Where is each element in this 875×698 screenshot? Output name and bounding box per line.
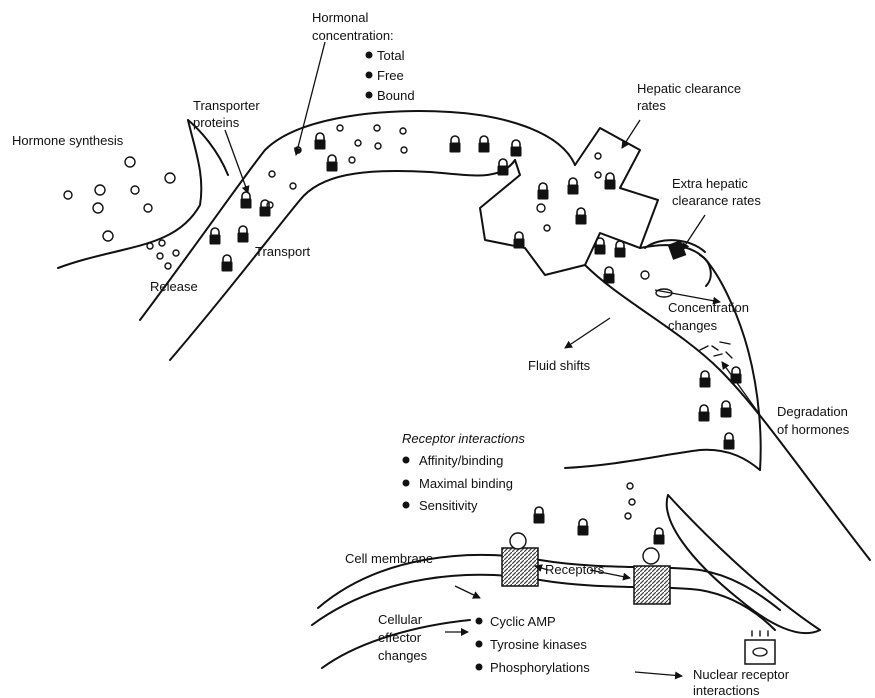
svg-text:Total: Total bbox=[377, 48, 405, 63]
svg-text:clearance rates: clearance rates bbox=[672, 193, 761, 208]
label-hormonal-concentration: Hormonal concentration: Total Free Bound bbox=[312, 10, 415, 103]
svg-text:Extra hepatic: Extra hepatic bbox=[672, 176, 748, 191]
label-receptors: Receptors bbox=[545, 562, 605, 577]
label-transporter-proteins: Transporter proteins bbox=[193, 98, 260, 130]
svg-text:Bound: Bound bbox=[377, 88, 415, 103]
label-extra-hepatic-clearance: Extra hepatic clearance rates bbox=[672, 176, 761, 208]
annotation-arrows bbox=[225, 42, 760, 676]
synthesis-granules bbox=[64, 157, 179, 269]
label-cellular-effector: Cellular effector changes bbox=[378, 612, 428, 663]
label-hormone-synthesis: Hormone synthesis bbox=[12, 133, 124, 148]
svg-text:Receptor interactions: Receptor interactions bbox=[402, 431, 525, 446]
label-degradation: Degradation of hormones bbox=[777, 404, 850, 437]
svg-text:Sensitivity: Sensitivity bbox=[419, 498, 478, 513]
svg-text:effector: effector bbox=[378, 630, 422, 645]
svg-text:Degradation: Degradation bbox=[777, 404, 848, 419]
svg-text:of hormones: of hormones bbox=[777, 422, 850, 437]
svg-text:Cellular: Cellular bbox=[378, 612, 423, 627]
label-hepatic-clearance: Hepatic clearance rates bbox=[637, 81, 741, 113]
svg-text:concentration:: concentration: bbox=[312, 28, 394, 43]
svg-text:Free: Free bbox=[377, 68, 404, 83]
svg-text:Tyrosine kinases: Tyrosine kinases bbox=[490, 637, 587, 652]
svg-text:Hepatic clearance: Hepatic clearance bbox=[637, 81, 741, 96]
label-cell-membrane: Cell membrane bbox=[345, 551, 433, 566]
receptor-right bbox=[634, 548, 670, 604]
label-release: Release bbox=[150, 279, 198, 294]
svg-text:Hormonal: Hormonal bbox=[312, 10, 368, 25]
svg-text:Cyclic AMP: Cyclic AMP bbox=[490, 614, 556, 629]
svg-text:rates: rates bbox=[637, 98, 666, 113]
svg-text:Transporter: Transporter bbox=[193, 98, 260, 113]
svg-text:proteins: proteins bbox=[193, 115, 240, 130]
label-fluid-shifts: Fluid shifts bbox=[528, 358, 591, 373]
svg-text:Maximal binding: Maximal binding bbox=[419, 476, 513, 491]
label-receptor-interactions: Receptor interactions Affinity/binding M… bbox=[402, 431, 525, 513]
svg-text:Affinity/binding: Affinity/binding bbox=[419, 453, 503, 468]
label-effector-items: Cyclic AMP Tyrosine kinases Phosphorylat… bbox=[476, 614, 591, 675]
label-nuclear-receptor: Nuclear receptor interactions bbox=[693, 667, 790, 698]
svg-text:Phosphorylations: Phosphorylations bbox=[490, 660, 590, 675]
svg-text:changes: changes bbox=[668, 318, 718, 333]
extra-hepatic-structure bbox=[645, 240, 711, 286]
svg-text:interactions: interactions bbox=[693, 683, 760, 698]
label-transport: Transport bbox=[255, 244, 311, 259]
svg-text:Nuclear receptor: Nuclear receptor bbox=[693, 667, 790, 682]
nuclear-receptor-box bbox=[745, 631, 775, 664]
receptor-left bbox=[502, 533, 538, 586]
svg-text:changes: changes bbox=[378, 648, 428, 663]
svg-text:Concentration: Concentration bbox=[668, 300, 749, 315]
